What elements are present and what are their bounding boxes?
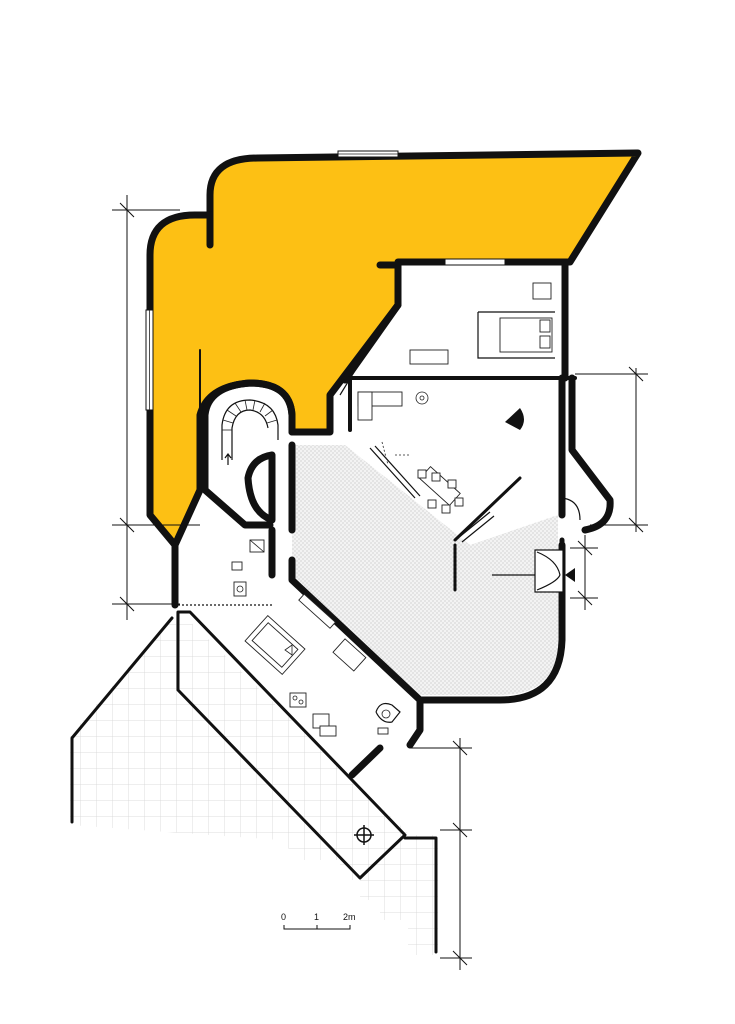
kitchen-furniture — [244, 593, 401, 737]
living-furniture — [357, 391, 524, 543]
dimension-lines — [112, 195, 648, 970]
spiral-stair — [221, 399, 279, 465]
entrance — [534, 537, 575, 593]
terrace — [70, 610, 438, 955]
scale-label-0: 0 — [281, 912, 286, 922]
bath-fixtures — [231, 539, 265, 597]
scale-label-1: 1 — [314, 912, 319, 922]
scale-label-2m: 2m — [343, 912, 356, 922]
crosshair-icon — [354, 825, 374, 845]
walls — [171, 374, 614, 880]
stair-arrow-icon — [224, 453, 232, 465]
windows — [145, 150, 506, 411]
scale-bar: 0 1 2m — [281, 912, 356, 930]
bedroom — [341, 258, 577, 384]
living-floor — [292, 445, 558, 695]
entrance-arrow-icon — [565, 568, 575, 582]
